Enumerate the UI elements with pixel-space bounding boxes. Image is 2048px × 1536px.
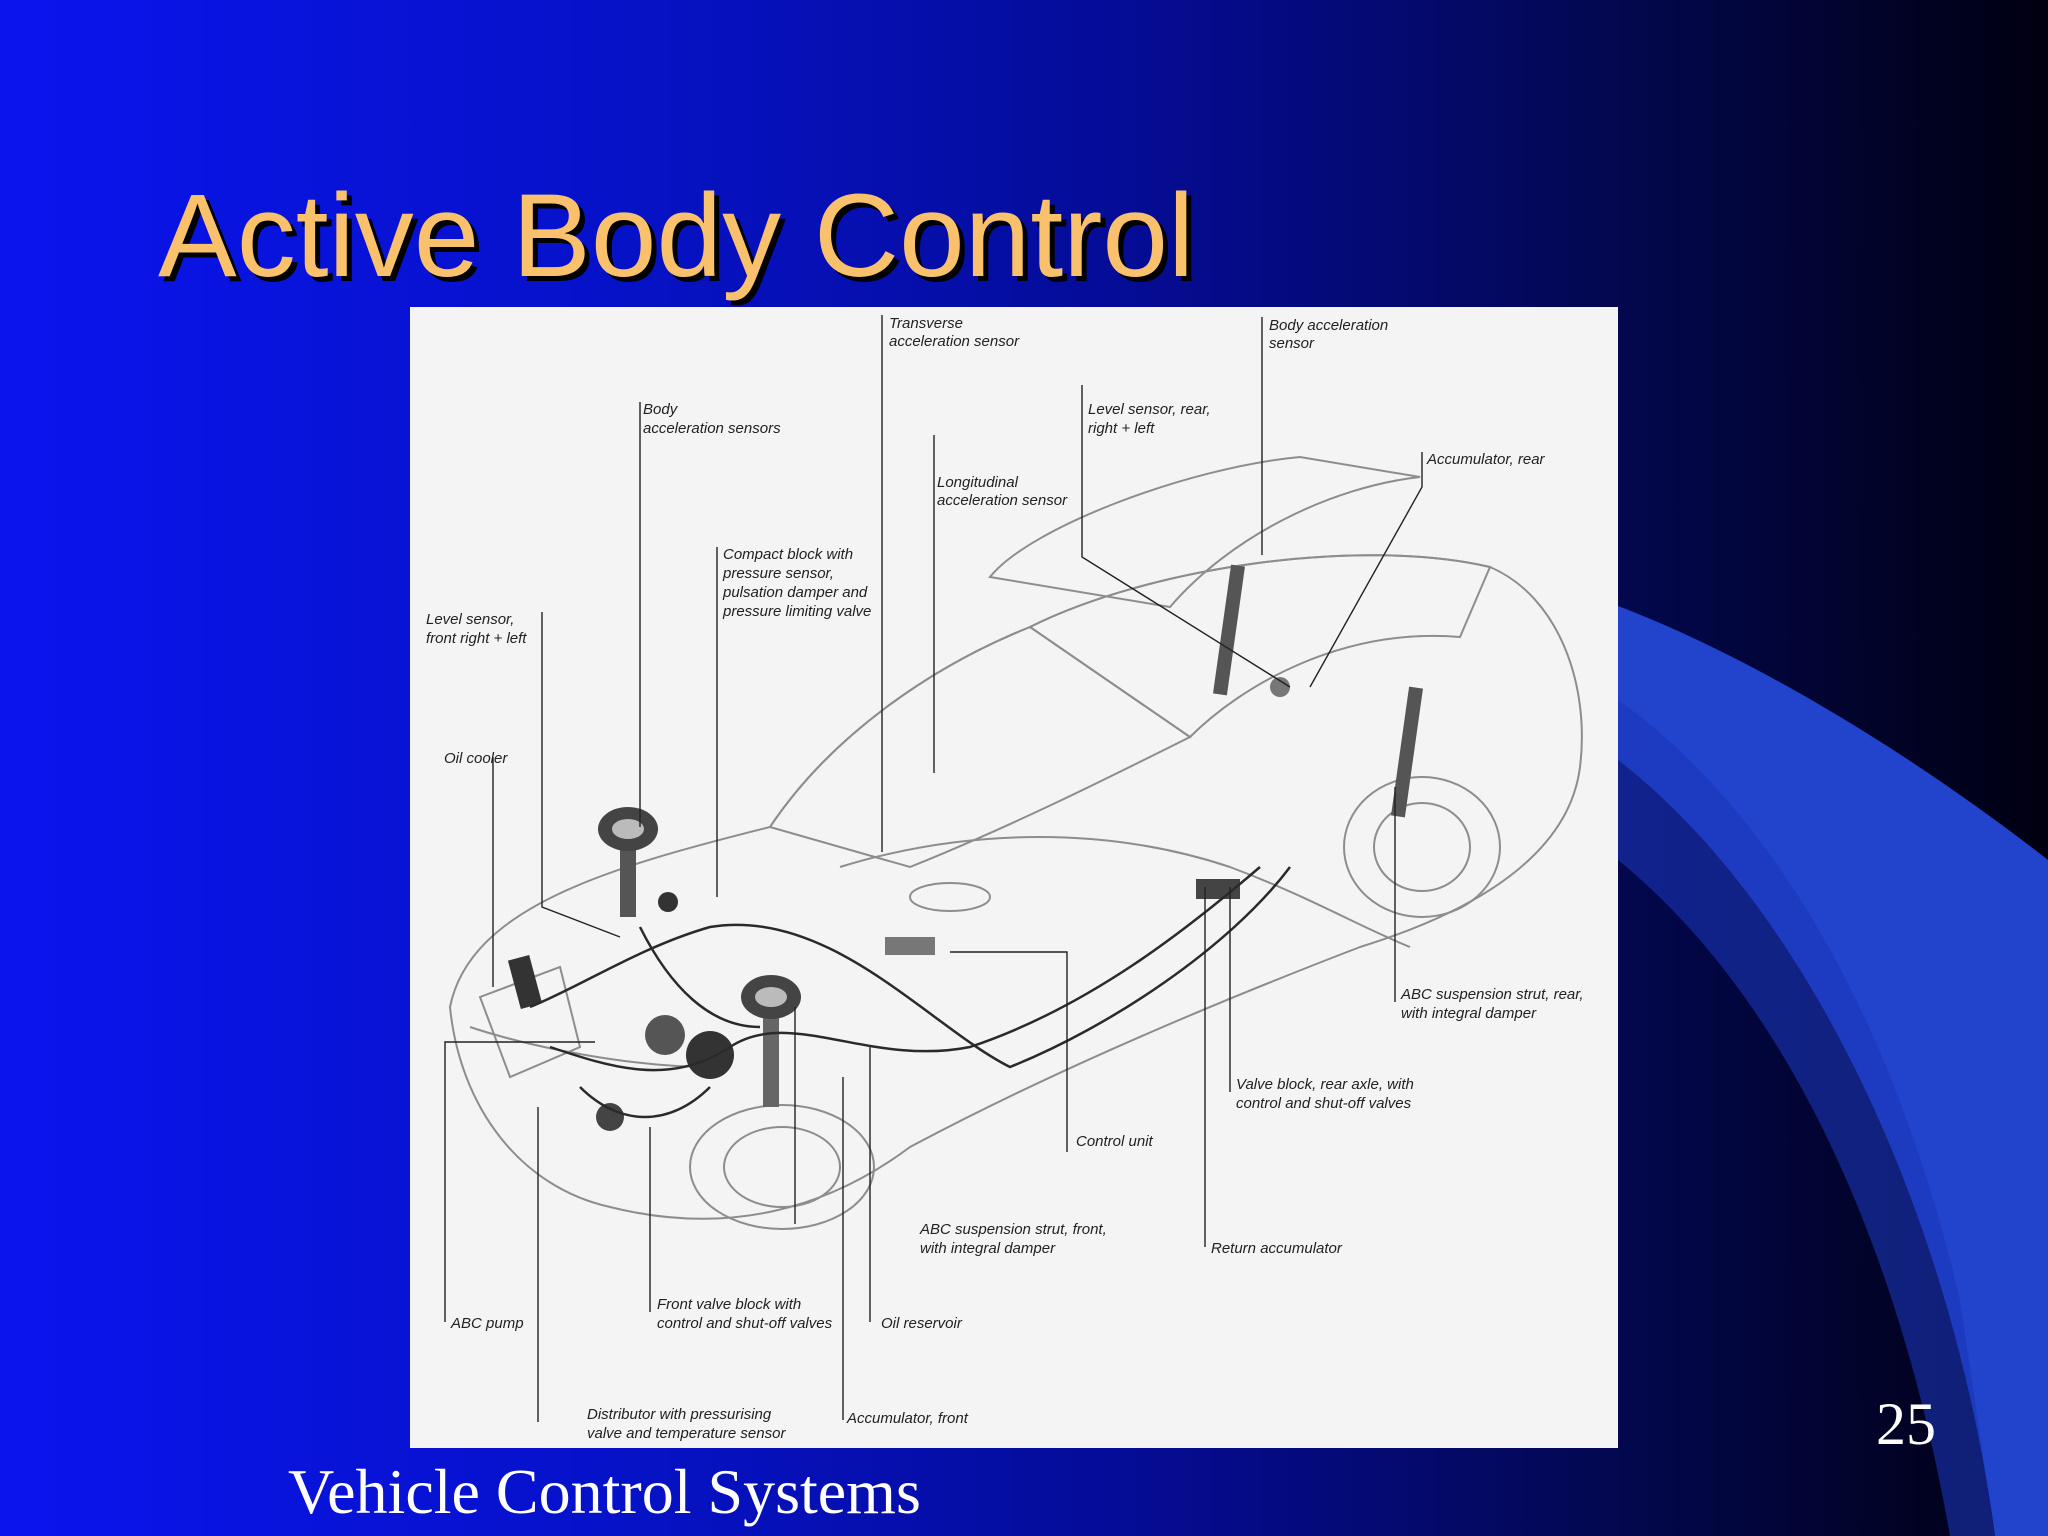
label-accumulator-rear: Accumulator, rear — [1426, 451, 1546, 468]
label-body-accel-sensor-2: sensor — [1269, 335, 1315, 352]
label-valve-block-rear-2: control and shut-off valves — [1236, 1095, 1412, 1112]
label-body-accel-sensors-1: Body — [643, 401, 679, 418]
slide-title: Active Body Control — [158, 170, 1195, 302]
label-accumulator-front: Accumulator, front — [846, 1410, 969, 1427]
label-strut-front-1: ABC suspension strut, front, — [919, 1221, 1107, 1238]
page-number: 25 — [1876, 1391, 1936, 1457]
label-longitudinal-sensor-1: Longitudinal — [937, 474, 1019, 491]
label-level-sensor-front-1: Level sensor, — [426, 611, 514, 628]
abc-components — [529, 564, 1423, 1131]
label-distributor-2: valve and temperature sensor — [587, 1425, 786, 1442]
label-front-valve-block-1: Front valve block with — [657, 1296, 801, 1313]
label-oil-reservoir: Oil reservoir — [881, 1315, 963, 1332]
label-return-accumulator: Return accumulator — [1211, 1240, 1343, 1257]
leader-lines — [444, 315, 1423, 1422]
label-abc-pump: ABC pump — [450, 1315, 524, 1332]
label-level-sensor-rear-2: right + left — [1088, 420, 1155, 437]
label-transverse-sensor-2: acceleration sensor — [889, 333, 1020, 350]
label-compact-block-2: pressure sensor, — [722, 565, 834, 582]
label-level-sensor-rear-1: Level sensor, rear, — [1088, 401, 1211, 418]
label-front-valve-block-2: control and shut-off valves — [657, 1315, 833, 1332]
label-compact-block-4: pressure limiting valve — [722, 603, 871, 620]
label-control-unit: Control unit — [1076, 1133, 1154, 1150]
label-oil-cooler: Oil cooler — [444, 750, 508, 767]
label-level-sensor-front-2: front right + left — [426, 630, 527, 647]
label-transverse-sensor-1: Transverse — [889, 315, 963, 332]
label-body-accel-sensors-2: acceleration sensors — [643, 420, 781, 437]
slide-footer: Vehicle Control Systems — [288, 1456, 921, 1527]
car-illustration — [448, 455, 1583, 1230]
label-strut-rear-1: ABC suspension strut, rear, — [1400, 986, 1584, 1003]
label-compact-block-3: pulsation damper and — [722, 584, 868, 601]
component-labels: Transverse acceleration sensor Body acce… — [426, 315, 1584, 1442]
label-valve-block-rear-1: Valve block, rear axle, with — [1236, 1076, 1414, 1093]
label-body-accel-sensor-1: Body acceleration — [1269, 317, 1388, 334]
label-distributor-1: Distributor with pressurising — [587, 1406, 772, 1423]
label-compact-block-1: Compact block with — [723, 546, 853, 563]
label-strut-rear-2: with integral damper — [1401, 1005, 1537, 1022]
label-strut-front-2: with integral damper — [920, 1240, 1056, 1257]
abc-system-diagram: Transverse acceleration sensor Body acce… — [410, 307, 1618, 1448]
label-longitudinal-sensor-2: acceleration sensor — [937, 492, 1068, 509]
